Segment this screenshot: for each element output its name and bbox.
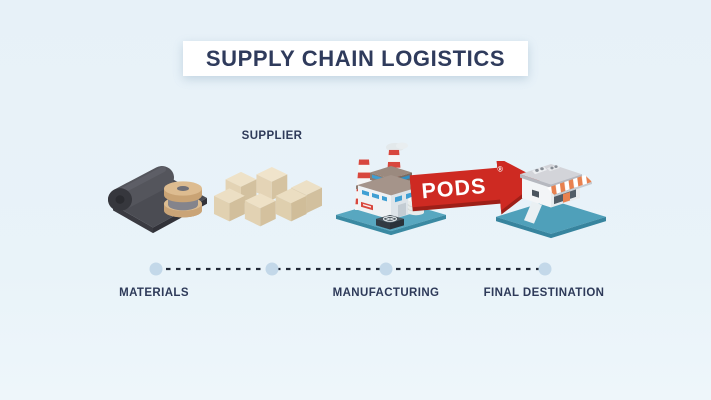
pods-arrow: PODS ®	[409, 161, 541, 215]
materials-label: MATERIALS	[119, 287, 189, 299]
fabric-roll-icon	[108, 166, 207, 234]
box	[244, 193, 276, 227]
awning-icon	[547, 175, 592, 197]
page-title: SUPPLY CHAIN LOGISTICS	[205, 45, 506, 71]
final-destination-label: FINAL DESTINATION	[483, 287, 605, 299]
timeline-dot-manufacturing	[379, 262, 393, 276]
manufacturing-label: MANUFACTURING	[332, 287, 440, 299]
factory-sign	[361, 201, 373, 211]
title-card: SUPPLY CHAIN LOGISTICS	[183, 41, 528, 76]
timeline-dot-materials	[149, 262, 163, 276]
storefront-icon	[496, 164, 606, 239]
pods-trademark: ®	[497, 164, 504, 173]
timeline	[149, 262, 552, 276]
roof-vent-icon	[547, 164, 560, 172]
smoke-icon	[386, 142, 408, 152]
box	[214, 188, 245, 222]
shipping-boxes-icon	[214, 166, 322, 227]
timeline-dot-supplier	[265, 262, 279, 276]
pods-label: PODS	[421, 174, 488, 204]
box	[275, 188, 307, 222]
supplier-label: SUPPLIER	[241, 130, 303, 142]
timeline-dot-final-destination	[538, 262, 552, 276]
roof-vent-icon	[532, 166, 547, 175]
